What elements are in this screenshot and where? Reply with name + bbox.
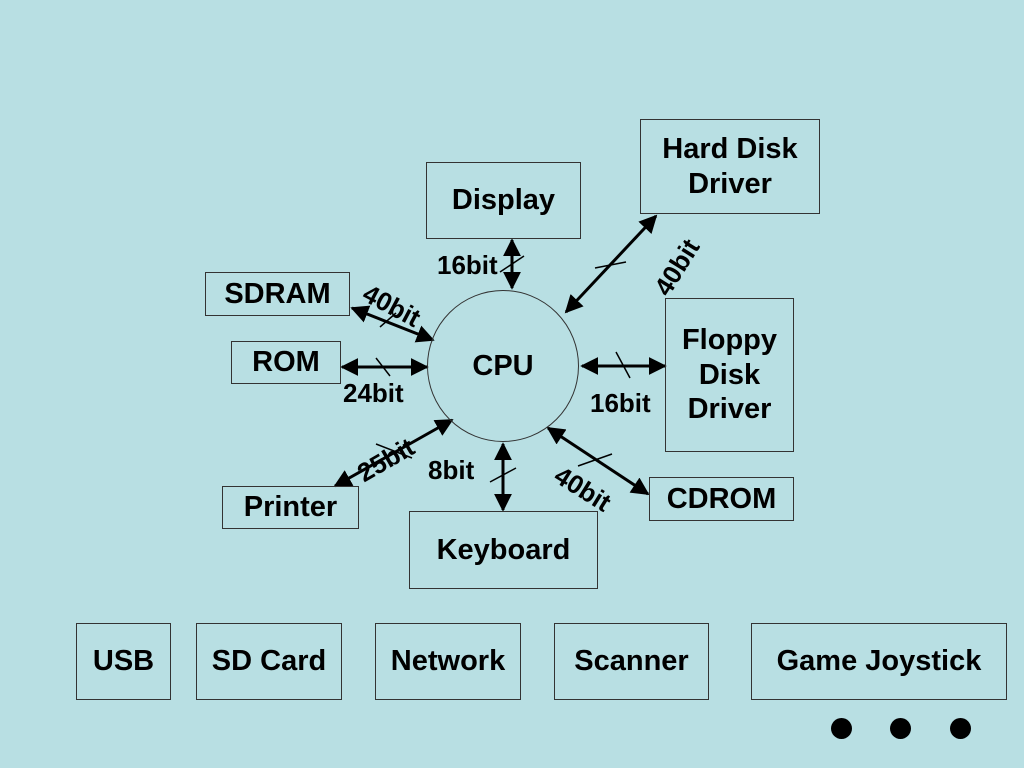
ellipsis-dot — [950, 718, 971, 739]
sdram-label: SDRAM — [224, 277, 331, 310]
printer-label: Printer — [243, 491, 338, 524]
peripheral-network-label: Network — [390, 645, 506, 678]
peripheral-sd-card-label: SD Card — [211, 645, 327, 678]
peripheral-usb-label: USB — [92, 645, 155, 678]
peripheral-network: Network — [375, 623, 521, 700]
bus-slash-cdrom — [577, 453, 613, 467]
display-box: Display — [426, 162, 581, 239]
bus-slash-hard-disk — [594, 261, 627, 269]
ellipsis-dot — [831, 718, 852, 739]
cdrom-box: CDROM — [649, 477, 794, 521]
display-label: Display — [451, 184, 556, 217]
bus-label-rom: 24bit — [343, 378, 404, 408]
bus-slash-keyboard — [489, 467, 517, 483]
peripheral-scanner: Scanner — [554, 623, 709, 700]
bus-slash-display — [499, 255, 525, 273]
rom-label: ROM — [252, 346, 320, 379]
hard-disk-box: Hard Disk Driver — [640, 119, 820, 214]
peripheral-scanner-label: Scanner — [574, 645, 689, 678]
cpu-node: CPU — [427, 290, 579, 442]
floppy-label: Floppy Disk Driver — [681, 323, 778, 426]
peripheral-game-joystick: Game Joystick — [751, 623, 1007, 700]
floppy-box: Floppy Disk Driver — [665, 298, 794, 452]
bus-line-sdram — [350, 305, 435, 343]
bus-slash-floppy — [615, 351, 631, 379]
keyboard-label: Keyboard — [436, 533, 571, 566]
rom-box: ROM — [231, 341, 341, 384]
bus-slash-sdram — [379, 312, 397, 328]
bus-label-keyboard: 8bit — [428, 455, 475, 485]
cpu-label: CPU — [472, 349, 534, 382]
bus-slash-printer — [375, 443, 413, 459]
sdram-box: SDRAM — [205, 272, 350, 316]
cdrom-label: CDROM — [666, 482, 777, 515]
ellipsis-dot — [890, 718, 911, 739]
bus-slash-rom — [375, 357, 391, 377]
bus-line-hard-disk — [564, 214, 658, 314]
bus-line-cdrom — [546, 426, 650, 496]
peripheral-sd-card: SD Card — [196, 623, 342, 700]
printer-box: Printer — [222, 486, 359, 529]
peripheral-usb: USB — [76, 623, 171, 700]
bus-label-floppy: 16bit — [590, 388, 651, 418]
peripheral-game-joystick-label: Game Joystick — [776, 645, 982, 678]
keyboard-box: Keyboard — [409, 511, 598, 589]
bus-label-display: 16bit — [437, 250, 498, 280]
bus-line-printer — [333, 418, 454, 488]
hard-disk-label: Hard Disk Driver — [662, 132, 798, 200]
